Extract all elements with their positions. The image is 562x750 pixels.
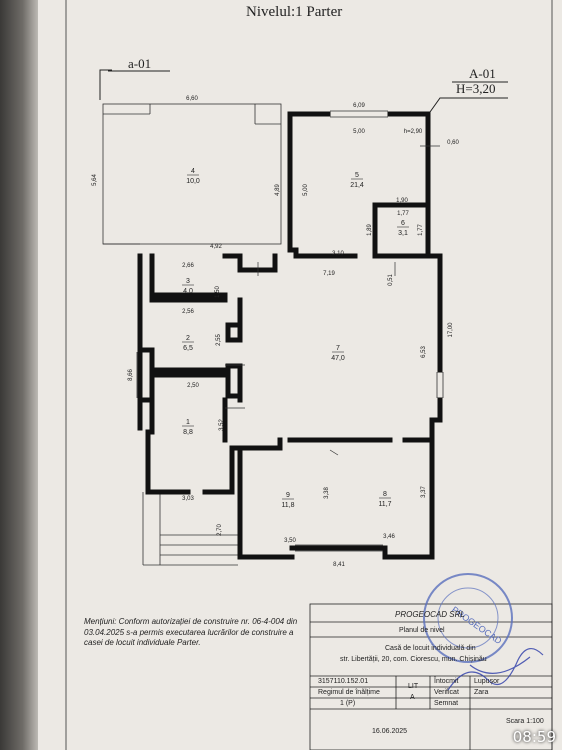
dimension-label: 2,55 xyxy=(216,334,222,346)
dimension-label: 2,56 xyxy=(182,309,194,315)
height-label: H=3,20 xyxy=(456,81,496,96)
dimension-label: 5,00 xyxy=(303,184,309,196)
room-6-number: 6 xyxy=(401,220,405,227)
dimension-label: 6,53 xyxy=(421,346,427,358)
room-9-area: 11,8 xyxy=(281,502,294,509)
tb-cadastral-number: 3157110.152.01 xyxy=(318,678,369,685)
dimension-label: 1,77 xyxy=(418,224,424,236)
room-7-area: 47,0 xyxy=(331,355,345,362)
dimension-label: 1,90 xyxy=(396,198,408,204)
dimension-label: 1,89 xyxy=(367,224,373,236)
room-8-area: 11,7 xyxy=(378,501,391,508)
dimension-label: 3,37 xyxy=(421,486,427,498)
dimension-label: 0,51 xyxy=(388,274,394,286)
dimension-label: 17,00 xyxy=(448,322,454,338)
dimension-label: 6,09 xyxy=(353,103,365,109)
room-8-number: 8 xyxy=(383,491,387,498)
dimension-label: 4,92 xyxy=(210,244,222,250)
dimension-label: 3,52 xyxy=(219,419,225,431)
paper-edge-shadow xyxy=(0,0,38,750)
dimension-label: 4,89 xyxy=(275,184,281,196)
tb-project-line-2: str. Libertății, 20, com. Ciorescu, mun.… xyxy=(340,656,487,663)
dimension-label: 3,03 xyxy=(182,496,194,502)
room-1-area: 8,8 xyxy=(183,429,193,436)
tb-name-prepared: Lupușor xyxy=(474,678,500,685)
plan-labels: 4 10,0 5 21,4 6 3,1 3 4,0 2 6,5 7 47,0 1 8,8 9 11,8 8 11,… xyxy=(92,96,459,568)
dimension-label: 2,66 xyxy=(182,263,194,269)
status-clock: 08:59 xyxy=(512,728,556,746)
room-2-area: 6,5 xyxy=(183,345,193,352)
room-3-area: 4,0 xyxy=(183,288,193,295)
title-block-frame xyxy=(309,603,553,750)
dimension-label: 2,50 xyxy=(187,383,199,389)
tb-lit-value: A xyxy=(410,694,415,701)
paper-sheet xyxy=(38,0,562,750)
tb-regime-label: Regimul de înălțime xyxy=(318,689,380,696)
room-1-number: 1 xyxy=(186,419,190,426)
tb-lit-label: LIT xyxy=(408,683,419,690)
room-4-area: 10,0 xyxy=(186,178,200,185)
room-9-number: 9 xyxy=(286,492,290,499)
dimension-label: 5,64 xyxy=(92,174,98,186)
tb-role-prepared: Întocmit xyxy=(434,678,459,685)
dimension-label: 1,77 xyxy=(397,211,409,217)
room-5-area: 21,4 xyxy=(350,182,364,189)
room-4-number: 4 xyxy=(191,168,195,175)
dimension-label: 8,66 xyxy=(128,369,134,381)
room-2-number: 2 xyxy=(186,335,190,342)
window-symbols xyxy=(103,104,444,552)
dimension-label: 2,70 xyxy=(217,524,223,536)
dimension-label: 3,50 xyxy=(284,538,296,544)
dimension-label: 0,60 xyxy=(447,140,459,146)
room-3-number: 3 xyxy=(186,278,190,285)
tb-drawing-name: Planul de nivel xyxy=(399,627,445,634)
room-7-number: 7 xyxy=(336,345,340,352)
section-label-right: A-01 xyxy=(469,66,496,81)
dimension-label: h=2,90 xyxy=(404,129,423,135)
dimension-label: 5,00 xyxy=(353,129,365,135)
room-6-area: 3,1 xyxy=(398,230,408,237)
tb-project-line-1: Casă de locuit individuală din xyxy=(385,645,476,652)
tb-role-verified: Verificat xyxy=(434,689,459,696)
tb-date: 16.06.2025 xyxy=(372,728,408,735)
signature xyxy=(447,648,544,691)
section-label-left: a-01 xyxy=(128,56,152,71)
thin-outlines xyxy=(102,103,282,566)
dimension-label: 1,50 xyxy=(215,286,221,298)
dimension-label: 6,60 xyxy=(186,96,198,102)
dimension-label: 8,41 xyxy=(333,562,345,568)
dimension-label: 7,19 xyxy=(323,271,335,277)
section-markers xyxy=(99,69,508,113)
dimension-label: 3,46 xyxy=(383,534,395,540)
tb-name-verified: Zara xyxy=(474,689,489,696)
plan-title: Nivelul:1 Parter xyxy=(246,4,343,20)
dimension-label: 3,10 xyxy=(332,251,344,257)
tb-scale: Scara 1:100 xyxy=(506,718,544,725)
tb-company: PROGEOCAD SRL xyxy=(395,610,465,619)
tb-role-signed: Semnat xyxy=(434,700,459,707)
room-5-number: 5 xyxy=(355,172,359,179)
tb-regime-value: 1 (P) xyxy=(340,700,356,707)
authorization-note: Mențiuni: Conform autorizației de constr… xyxy=(84,617,298,647)
dimension-ticks xyxy=(225,145,440,456)
thick-walls xyxy=(137,111,443,560)
dimension-label: 3,38 xyxy=(324,487,330,499)
